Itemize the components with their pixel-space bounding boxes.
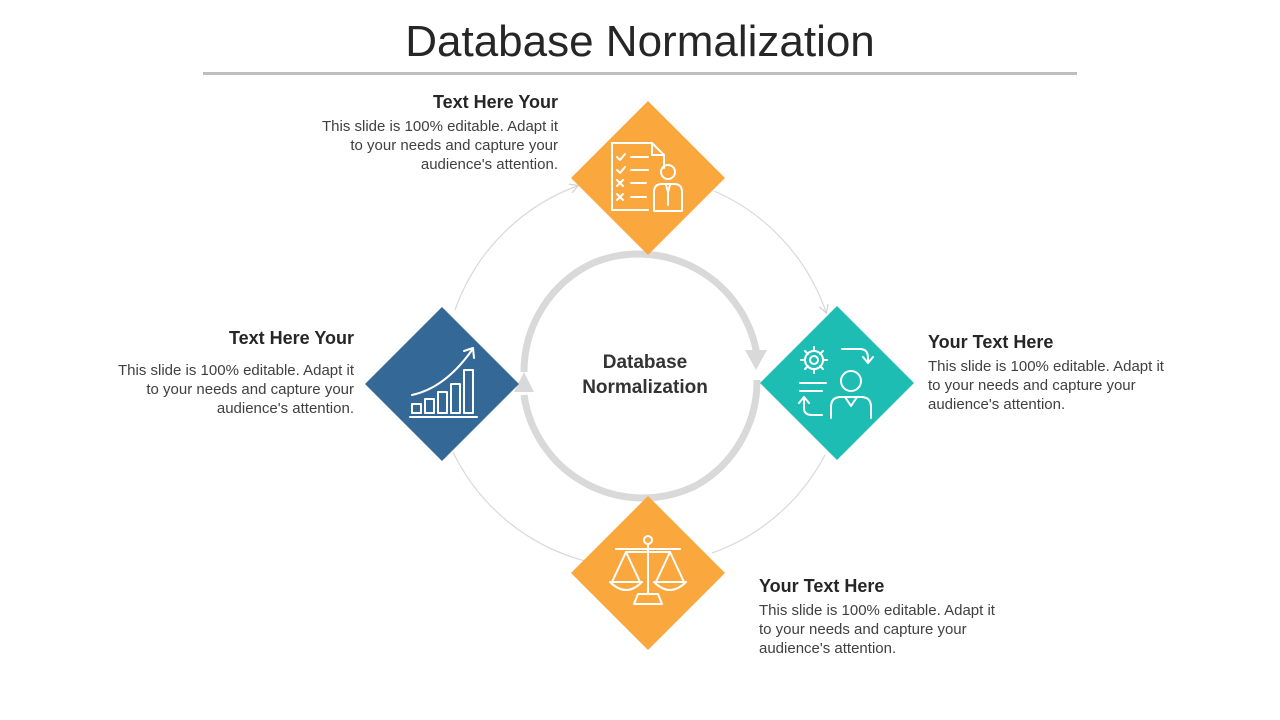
growth-chart-icon <box>409 347 478 418</box>
diamond-right <box>760 306 914 460</box>
text-block-top-heading: Text Here Your <box>432 92 558 112</box>
text-block-top-body: This slide is 100% editable. Adapt it to… <box>322 118 558 173</box>
text-block-right-heading: Your Text Here <box>928 332 1054 352</box>
text-block-top: Text Here Your This slide is 100% editab… <box>313 91 558 174</box>
outer-arc-top-right <box>713 190 826 312</box>
text-block-left: Text Here Your This slide is 100% editab… <box>109 327 354 418</box>
balance-scale-icon <box>609 535 687 605</box>
inner-ring-arrowhead-right <box>745 350 767 370</box>
text-block-left-heading: Text Here Your <box>228 328 354 348</box>
title-divider <box>203 72 1077 75</box>
inner-ring-fill-2 <box>695 379 761 489</box>
slide-title: Database Normalization <box>405 17 875 66</box>
inner-ring-left <box>520 394 699 502</box>
inner-ring-fill <box>520 259 595 373</box>
text-block-left-body: This slide is 100% editable. Adapt it to… <box>118 362 354 417</box>
outer-arc-bottom-left <box>452 451 586 562</box>
diamond-left <box>365 307 519 461</box>
text-block-bottom: Your Text Here This slide is 100% editab… <box>759 575 1004 658</box>
center-label: Database Normalization <box>582 352 708 398</box>
outer-arc-bottom-right <box>711 454 826 554</box>
outer-arc-top-left <box>454 186 577 311</box>
text-block-right-body: This slide is 100% editable. Adapt it to… <box>928 358 1164 413</box>
inner-ring-right <box>591 250 761 356</box>
text-block-bottom-heading: Your Text Here <box>759 576 885 596</box>
diamond-top <box>571 101 725 255</box>
gear-person-process-icon <box>798 346 874 419</box>
text-block-bottom-body: This slide is 100% editable. Adapt it to… <box>759 602 995 657</box>
checklist-person-icon <box>611 142 683 212</box>
inner-ring-arrowhead-left <box>514 372 534 392</box>
text-block-right: Your Text Here This slide is 100% editab… <box>928 331 1173 414</box>
